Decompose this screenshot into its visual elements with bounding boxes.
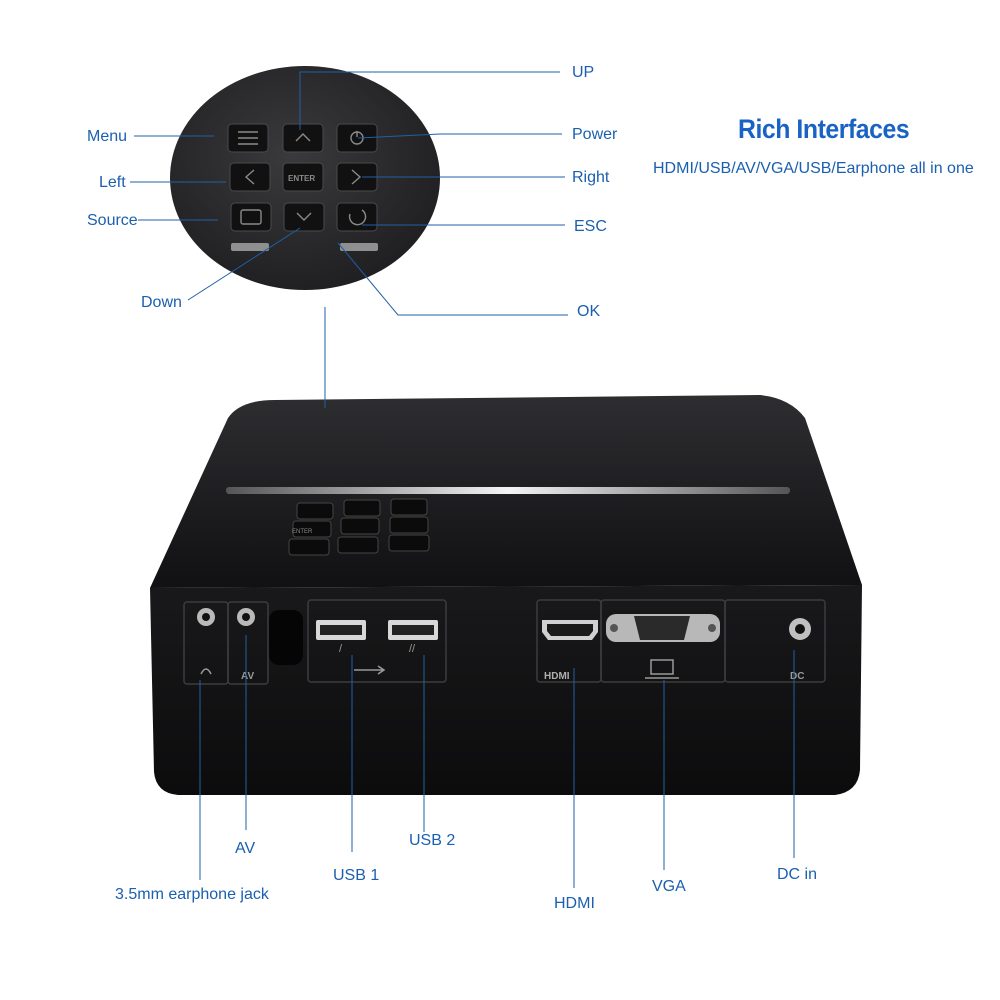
label-source: Source bbox=[87, 212, 138, 229]
usb1-port bbox=[316, 620, 366, 640]
led-left bbox=[231, 243, 269, 251]
ir-sensor bbox=[269, 610, 303, 665]
label-down: Down bbox=[141, 294, 182, 311]
enter-key-zoom-label: ENTER bbox=[288, 174, 315, 183]
usb-icon bbox=[354, 665, 386, 675]
av-port bbox=[237, 608, 255, 626]
headphone-icon bbox=[200, 668, 212, 675]
earphone-port bbox=[197, 608, 215, 626]
hdmi-port-label: HDMI bbox=[544, 671, 570, 682]
projector-body: ENTER AV HDMI DC / // bbox=[150, 395, 862, 795]
label-usb1: USB 1 bbox=[333, 867, 380, 884]
down-key bbox=[283, 202, 325, 232]
chevron-down-icon bbox=[296, 212, 312, 221]
dc-port-label: DC bbox=[790, 671, 804, 682]
label-dc-in: DC in bbox=[777, 866, 818, 883]
power-key bbox=[336, 123, 378, 153]
esc-key bbox=[336, 202, 378, 232]
menu-icon bbox=[238, 131, 258, 145]
chevron-left-icon bbox=[244, 169, 255, 185]
label-hdmi: HDMI bbox=[554, 895, 595, 912]
label-right: Right bbox=[572, 169, 610, 186]
label-menu: Menu bbox=[87, 128, 128, 145]
usb1-mark: / bbox=[339, 643, 343, 655]
led-right bbox=[340, 243, 378, 251]
up-key bbox=[282, 123, 324, 153]
source-key bbox=[230, 202, 272, 232]
label-left: Left bbox=[99, 174, 126, 191]
page-subtitle: HDMI/USB/AV/VGA/USB/Earphone all in one bbox=[653, 160, 974, 177]
chevron-up-icon bbox=[295, 133, 311, 142]
label-usb2: USB 2 bbox=[409, 832, 456, 849]
label-ok: OK bbox=[577, 303, 601, 320]
enter-key-label: ENTER bbox=[292, 529, 313, 535]
dc-port bbox=[789, 618, 811, 640]
label-up: UP bbox=[572, 64, 595, 81]
hdmi-port bbox=[542, 620, 598, 640]
callout-lines bbox=[130, 71, 795, 888]
chevron-right-icon bbox=[351, 169, 362, 185]
page-title: Rich Interfaces bbox=[738, 114, 910, 144]
keypad-zoom: ENTER bbox=[170, 66, 440, 290]
enter-key bbox=[282, 162, 324, 192]
av-port-label: AV bbox=[241, 671, 254, 682]
monitor-icon bbox=[650, 659, 674, 675]
label-esc: ESC bbox=[574, 218, 607, 235]
label-power: Power bbox=[572, 126, 618, 143]
usb2-mark: // bbox=[409, 643, 416, 655]
usb2-port bbox=[388, 620, 438, 640]
left-key bbox=[229, 162, 271, 192]
label-vga: VGA bbox=[652, 878, 686, 895]
return-icon bbox=[348, 209, 367, 226]
source-icon bbox=[240, 209, 262, 225]
label-av: AV bbox=[235, 840, 256, 857]
vga-port bbox=[606, 614, 720, 642]
label-earphone-jack: 3.5mm earphone jack bbox=[115, 886, 269, 903]
